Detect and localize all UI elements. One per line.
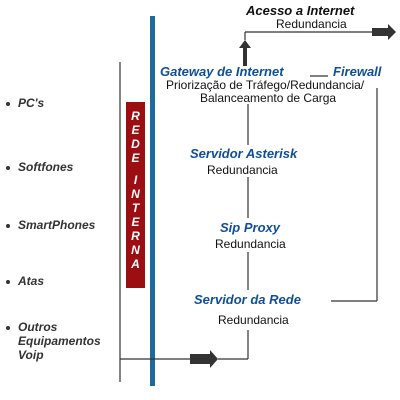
- rede-interna-letter: R: [131, 109, 140, 123]
- gateway-line2: Balanceamento de Carga: [200, 91, 337, 105]
- server-title: Servidor da Rede: [194, 292, 301, 307]
- asterisk-sub: Redundancia: [207, 163, 278, 177]
- device-equipamentos: Equipamentos: [18, 334, 101, 348]
- server-sub: Redundancia: [218, 313, 289, 327]
- rede-interna-letter: N: [131, 187, 140, 201]
- gateway-title: Gateway de Internet: [160, 64, 284, 79]
- device-pcs: PC's: [18, 96, 45, 110]
- bullet-icon: [6, 326, 10, 330]
- rede-interna-box: R E D E I N T E R N A: [126, 102, 145, 288]
- bullet-icon: [6, 224, 10, 228]
- rede-interna-letter: D: [131, 137, 140, 151]
- network-backbone-bar: [150, 16, 155, 386]
- arrow-right-icon: [190, 350, 218, 368]
- asterisk-title: Servidor Asterisk: [190, 146, 298, 161]
- rede-interna-letter: E: [131, 123, 140, 137]
- rede-interna-letter: R: [131, 229, 140, 243]
- bullet-icon: [6, 102, 10, 106]
- device-smartphones: SmartPhones: [18, 218, 96, 232]
- bullet-icon: [6, 280, 10, 284]
- internet-title: Acesso a Internet: [246, 3, 355, 18]
- sip-title: Sip Proxy: [220, 220, 280, 235]
- rede-interna-letter: I: [133, 173, 138, 187]
- arrow-up-icon: [239, 40, 251, 66]
- device-outros: Outros: [18, 320, 58, 334]
- gateway-line1: Priorização de Tráfego/Redundancia/: [166, 78, 365, 92]
- rede-interna-letter: A: [131, 257, 140, 271]
- device-atas: Atas: [18, 274, 45, 288]
- rede-interna-letter: T: [131, 201, 140, 215]
- rede-interna-letter: N: [131, 243, 140, 257]
- device-voip: Voip: [18, 348, 44, 362]
- device-softfones: Softfones: [18, 160, 74, 174]
- firewall-title: Firewall: [333, 64, 382, 79]
- rede-interna-letter: E: [131, 151, 140, 165]
- rede-interna-letter: E: [131, 215, 140, 229]
- arrow-right-internet-icon: [372, 24, 396, 40]
- sip-sub: Redundancia: [215, 237, 286, 251]
- bullet-icon: [6, 166, 10, 170]
- internet-sub: Redundancia: [276, 17, 347, 31]
